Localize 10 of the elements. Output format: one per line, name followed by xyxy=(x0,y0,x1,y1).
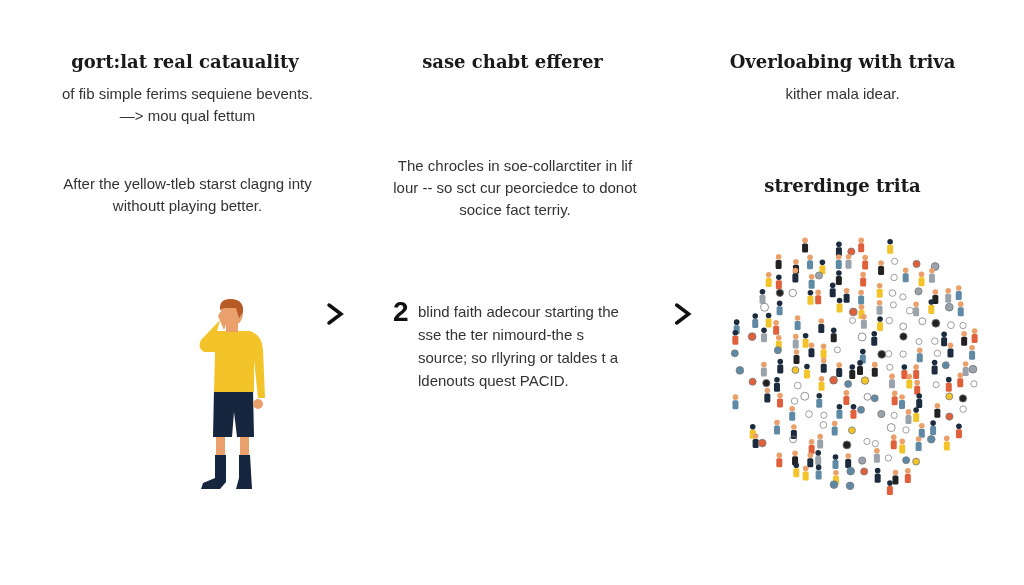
subtitle-text: of fib simple ferims sequiene bevents. —> mou qual fettum xyxy=(61,84,314,126)
subtitle-text: kither mala idear. xyxy=(784,84,901,104)
step-number: 2 xyxy=(393,296,409,328)
description-text: The chrocles in soe-collarctiter in lif lour -- so sct cur peorciedce to donot socice fact terriy. xyxy=(392,156,638,220)
heading: Overloabing with triva xyxy=(728,50,957,74)
description-text: After the yellow-tleb starst clagng inty withoutt playing better. xyxy=(62,174,313,216)
heading: gort:lat real catauality xyxy=(70,50,300,74)
heading: strerdinge trita xyxy=(763,174,922,198)
step-text: blind faith adecour starting the sse the ter nimourd-the s source; so rllyring or taldes t a ldenouts quest PACID. xyxy=(418,302,620,391)
heading: sase chabt efferer xyxy=(421,50,604,74)
